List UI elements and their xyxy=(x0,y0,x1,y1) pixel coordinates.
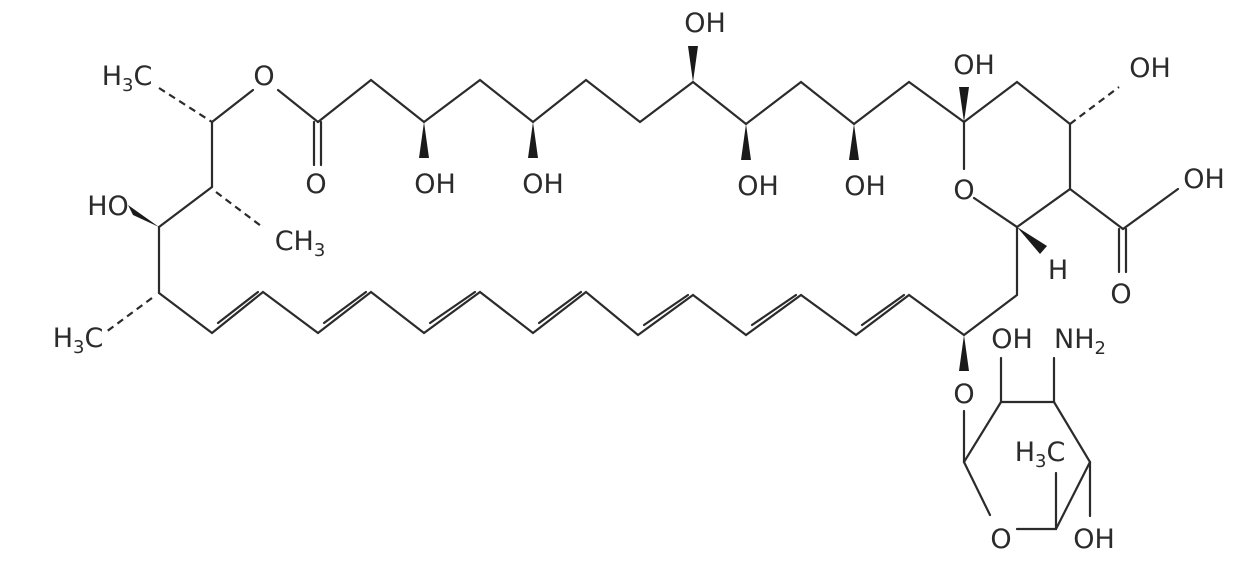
carbonyl-oxygen-label: O xyxy=(305,169,326,200)
hydroxyl-label: OH xyxy=(1129,53,1171,84)
polyene-chain xyxy=(157,225,1019,337)
dashed-bond xyxy=(105,297,153,333)
acid-oxygen-label: O xyxy=(1110,279,1131,310)
wedge-bond xyxy=(419,122,429,158)
h3c-label: H3C xyxy=(102,61,153,96)
hydroxyl-label: OH xyxy=(991,324,1033,355)
bond xyxy=(210,88,255,124)
hydrogen-label: H xyxy=(1048,255,1068,286)
wedge-bond xyxy=(1017,227,1047,254)
wedge-bond xyxy=(959,335,969,371)
hydroxyl-label: OH xyxy=(953,50,995,81)
dashed-bond xyxy=(158,87,213,123)
hydroxyl-label: OH xyxy=(1073,524,1115,555)
dashed-bond xyxy=(1069,86,1120,125)
wedge-bond xyxy=(128,205,159,227)
dashed-bond xyxy=(215,191,262,227)
wedge-bonds xyxy=(128,46,1047,371)
hydroxyl-label: OH xyxy=(844,171,886,202)
wedge-bond xyxy=(688,46,698,82)
glycoside-oxygen-label: O xyxy=(953,379,974,410)
bond xyxy=(157,185,214,229)
wedge-bond xyxy=(849,124,859,160)
sugar-oxygen-label: O xyxy=(990,524,1011,555)
hydroxyl-label: OH xyxy=(522,169,564,200)
methyl-label: H3C xyxy=(53,323,104,358)
methyl-label: H3C xyxy=(1015,437,1066,472)
double-bond-inner-lines xyxy=(216,290,906,327)
carboxyl-bond xyxy=(1068,187,1180,231)
wedge-bond xyxy=(528,122,538,158)
acid-hydroxyl-label: OH xyxy=(1183,164,1225,195)
pyran-ring xyxy=(962,80,1072,229)
ring-oxygen-label: O xyxy=(953,175,974,206)
ester-oxygen-label: O xyxy=(253,61,274,92)
wedge-bond xyxy=(741,124,751,160)
hydroxyl-label: OH xyxy=(684,8,726,39)
hydroxyl-label: HO xyxy=(87,191,129,222)
bond xyxy=(276,88,320,124)
polyol-chain xyxy=(316,78,966,126)
hydroxyl-label: OH xyxy=(737,171,779,202)
methyl-label: CH3 xyxy=(275,226,326,261)
wedge-bond xyxy=(959,87,969,122)
amine-label: NH2 xyxy=(1054,324,1106,359)
hydroxyl-label: OH xyxy=(414,169,456,200)
atom-labels: H3C O O OH OH OH OH OH OH OH O H OH O HO… xyxy=(53,8,1225,555)
